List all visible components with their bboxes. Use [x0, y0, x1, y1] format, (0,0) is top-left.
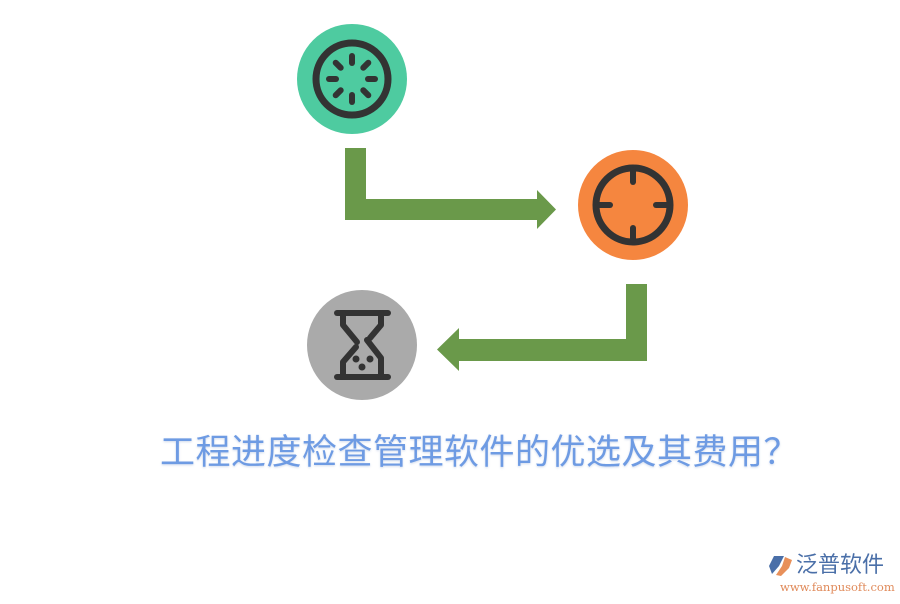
logo-brand-name: 泛普软件 — [796, 553, 885, 578]
arrow-step1-to-step2 — [345, 148, 556, 229]
page-title: 工程进度检查管理软件的优选及其费用？ — [160, 433, 800, 473]
step-1-circle — [297, 24, 407, 134]
fanpu-logo-icon — [769, 556, 792, 576]
step-3-circle — [307, 290, 417, 400]
loading-spinner-icon — [312, 39, 392, 119]
hourglass-icon — [334, 310, 391, 380]
step-2-circle — [578, 150, 688, 260]
logo-url: www.fanpusoft.com — [780, 580, 895, 594]
arrow-step2-to-step3 — [437, 284, 647, 371]
crosshair-target-icon — [592, 164, 674, 246]
brand-logo: 泛普软件 www.fanpusoft.com — [768, 552, 898, 596]
